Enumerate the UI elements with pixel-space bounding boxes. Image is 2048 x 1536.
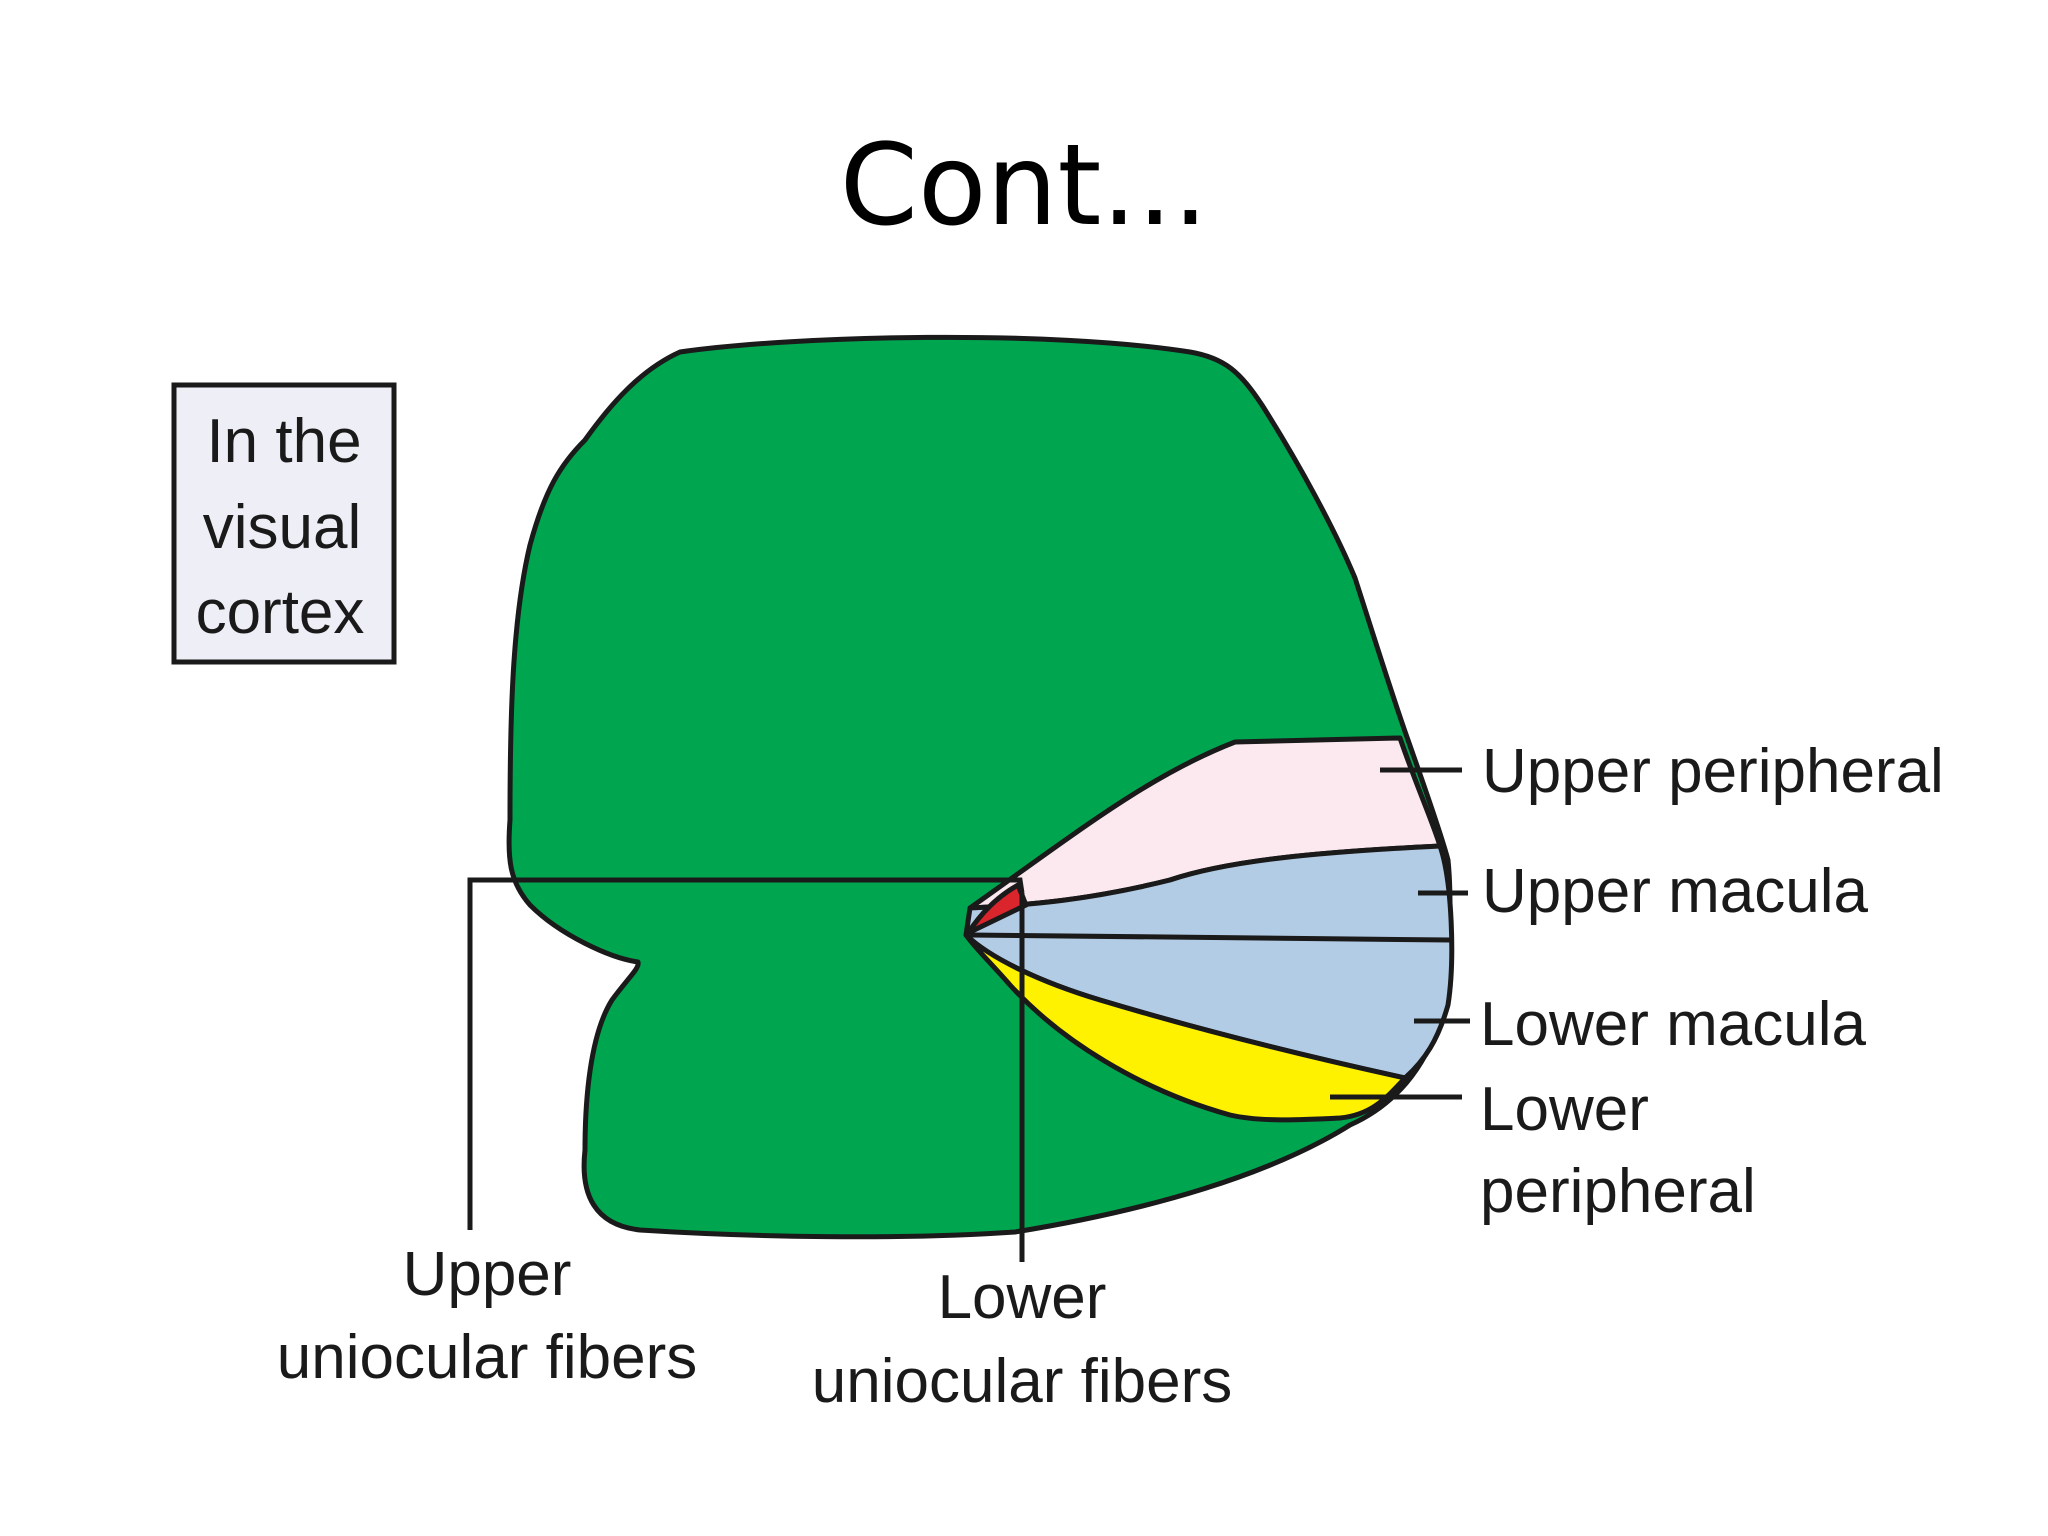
upper-macula-label: Upper macula bbox=[1482, 857, 1868, 926]
cortex-label-line-2: visual bbox=[203, 493, 362, 562]
lower-peripheral-region bbox=[963, 932, 1408, 1123]
upper-uniocular-label-line-2: uniocular fibers bbox=[277, 1323, 697, 1392]
cortex-label-line-3: cortex bbox=[196, 578, 365, 647]
upper-uniocular-label-line-1: Upper bbox=[403, 1240, 572, 1309]
apex-red bbox=[965, 882, 1029, 936]
cortex-label-box: In the visual cortex bbox=[171, 382, 397, 665]
macula-divider bbox=[969, 932, 1451, 943]
cortex-label-line-1: In the bbox=[206, 407, 361, 476]
lower-uniocular-label-line-2: uniocular fibers bbox=[812, 1347, 1232, 1416]
lower-uniocular-label-line-1: Lower bbox=[938, 1263, 1107, 1332]
upper-uniocular-leader bbox=[467, 877, 1025, 1230]
lower-peripheral-label-line-2: peripheral bbox=[1480, 1157, 1756, 1226]
cortex-label-box-frame bbox=[171, 382, 397, 665]
upper-peripheral-label: Upper peripheral bbox=[1482, 737, 1944, 806]
lower-peripheral-label-line-1: Lower bbox=[1480, 1075, 1649, 1144]
lower-macula-label: Lower macula bbox=[1480, 990, 1866, 1059]
slide-title: Cont... bbox=[839, 121, 1209, 251]
